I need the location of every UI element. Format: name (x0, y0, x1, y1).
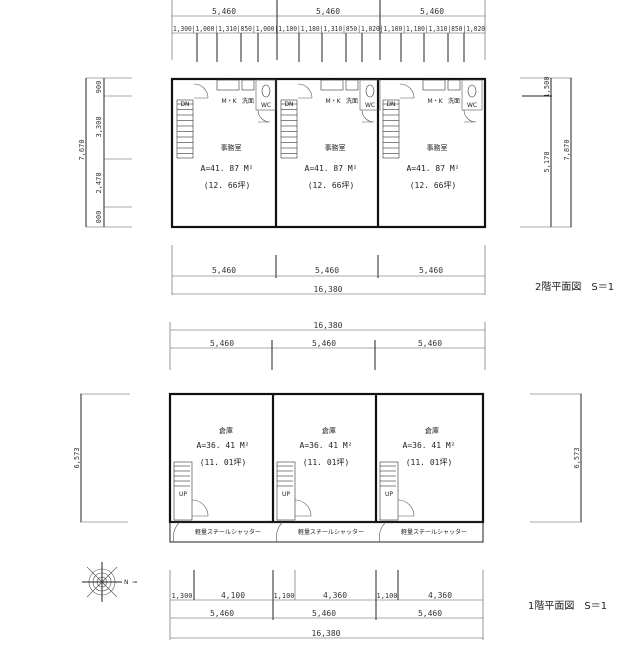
washroom-label: 洗面 (346, 97, 358, 105)
shutter-label: 軽量スチールシャッター (298, 528, 364, 536)
kitchen-label: M・K (325, 98, 341, 105)
room-area-tsubo: (11. 01坪) (303, 458, 350, 467)
stair-label: UP (282, 491, 290, 498)
stair-label: DN (386, 101, 395, 108)
stair-label: DN (284, 101, 293, 108)
dim-label: 5,460 (212, 7, 236, 16)
dim-label: 6,573 (73, 447, 81, 468)
room-area-tsubo: (12. 66坪) (308, 181, 355, 190)
room-area: A=36. 41 M² (403, 441, 456, 450)
wc-label: WC (261, 102, 271, 109)
dim-label: 4,100 (221, 591, 245, 600)
floor1-unit: UP 倉庫 A=36. 41 M² (11. 01坪) 軽量スチールシャッター (379, 426, 467, 543)
dim-label: 5,170 (543, 151, 551, 172)
floor2-plan: DN M・K 洗面 WC 事務室 A=41. 87 M² (12. 66坪) DN M・K 洗面 W… (170, 77, 487, 229)
dim-label: 5,460 (210, 339, 234, 348)
stair-label: UP (385, 491, 393, 498)
sub-dim-label: 1,300|1,000|1,310|850|1,000|1,100|1,180|… (173, 25, 485, 33)
dim-label: 1,100 (273, 592, 294, 600)
washroom-label: 洗面 (448, 97, 460, 105)
dim-label: 5,460 (419, 266, 443, 275)
floor1-top-dimensions: 16,380 5,460 5,460 5,460 (169, 321, 486, 370)
floor1-plan: UP 倉庫 A=36. 41 M² (11. 01坪) 軽量スチールシャッター UP 倉庫 A… (168, 392, 485, 543)
wc-label: WC (365, 102, 375, 109)
floor1-unit: UP 倉庫 A=36. 41 M² (11. 01坪) 軽量スチールシャッター (276, 426, 364, 543)
dim-label: 5,460 (316, 7, 340, 16)
dim-label: 2,470 (95, 172, 103, 193)
floor2-top-dimensions: 5,460 5,460 5,460 1,300|1,000|1,310|850|… (171, 0, 486, 62)
shutter-label: 軽量スチールシャッター (401, 528, 467, 536)
svg-text:⊸: ⊸ (132, 579, 137, 586)
room-area: A=36. 41 M² (300, 441, 353, 450)
room-area: A=41. 87 M² (201, 164, 254, 173)
dim-label: 5,460 (420, 7, 444, 16)
kitchen-label: M・K (221, 98, 237, 105)
dim-label: 000 (95, 211, 103, 224)
wc-label: WC (467, 102, 477, 109)
room-name: 倉庫 (322, 426, 336, 435)
room-area: A=41. 87 M² (305, 164, 358, 173)
dim-label: 4,360 (323, 591, 347, 600)
dim-label: 1,300 (171, 592, 192, 600)
floor2-unit: DN M・K 洗面 WC 事務室 A=41. 87 M² (12. 66坪) (382, 79, 483, 190)
dim-label: 16,380 (314, 285, 343, 294)
washroom-label: 洗面 (242, 97, 254, 105)
floor1-side-dimensions: 6,573 6,573 (73, 393, 582, 523)
dim-label: 1,500 (543, 76, 551, 97)
compass-label: N (124, 579, 129, 586)
room-name: 倉庫 (425, 426, 439, 435)
floor1-bottom-dimensions: 1,300 4,100 1,100 4,360 1,100 4,360 5,46… (169, 570, 484, 640)
dim-label: 5,460 (212, 266, 236, 275)
floor2-title: 2階平面図 S＝1 (535, 281, 614, 293)
dim-label: 6,573 (573, 447, 581, 468)
floor1-unit: UP 倉庫 A=36. 41 M² (11. 01坪) 軽量スチールシャッター (173, 426, 261, 543)
floor2-left-dimensions: 900 3,300 2,470 000 7,670 (78, 77, 132, 228)
floor2-unit: DN M・K 洗面 WC 事務室 A=41. 87 M² (12. 66坪) (176, 79, 277, 190)
stair-label: UP (179, 491, 187, 498)
dim-label: 5,460 (312, 609, 336, 618)
room-area: A=36. 41 M² (197, 441, 250, 450)
dim-label: 4,360 (428, 591, 452, 600)
dim-label: 16,380 (312, 629, 341, 638)
room-area-tsubo: (11. 01坪) (406, 458, 453, 467)
floor2-bottom-dimensions: 5,460 5,460 5,460 16,380 (171, 245, 486, 295)
floor1-title: 1階平面図 S＝1 (528, 600, 607, 612)
stair-label: DN (180, 101, 189, 108)
room-area-tsubo: (11. 01坪) (200, 458, 247, 467)
shutter-label: 軽量スチールシャッター (195, 528, 261, 536)
dim-label: 3,300 (95, 116, 103, 137)
dim-label: 900 (95, 81, 103, 94)
room-area: A=41. 87 M² (407, 164, 460, 173)
room-name: 事務室 (221, 143, 242, 152)
dim-label: 7,670 (78, 139, 86, 160)
dim-label: 1,100 (376, 592, 397, 600)
dim-label: 5,460 (312, 339, 336, 348)
dim-label: 5,460 (315, 266, 339, 275)
room-area-tsubo: (12. 66坪) (204, 181, 251, 190)
room-name: 倉庫 (219, 426, 233, 435)
dim-label: 16,380 (314, 321, 343, 330)
floor2-unit: DN M・K 洗面 WC 事務室 A=41. 87 M² (12. 66坪) (280, 79, 381, 190)
dim-label: 5,460 (210, 609, 234, 618)
kitchen-label: M・K (427, 98, 443, 105)
dim-label: 7,870 (563, 139, 571, 160)
dim-label: 5,460 (418, 339, 442, 348)
room-name: 事務室 (427, 143, 448, 152)
room-name: 事務室 (325, 143, 346, 152)
north-arrow-icon: N ⊸ (82, 562, 137, 602)
room-area-tsubo: (12. 66坪) (410, 181, 457, 190)
floor2-right-dimensions: 1,500 5,170 7,870 (520, 76, 572, 228)
dim-label: 5,460 (418, 609, 442, 618)
